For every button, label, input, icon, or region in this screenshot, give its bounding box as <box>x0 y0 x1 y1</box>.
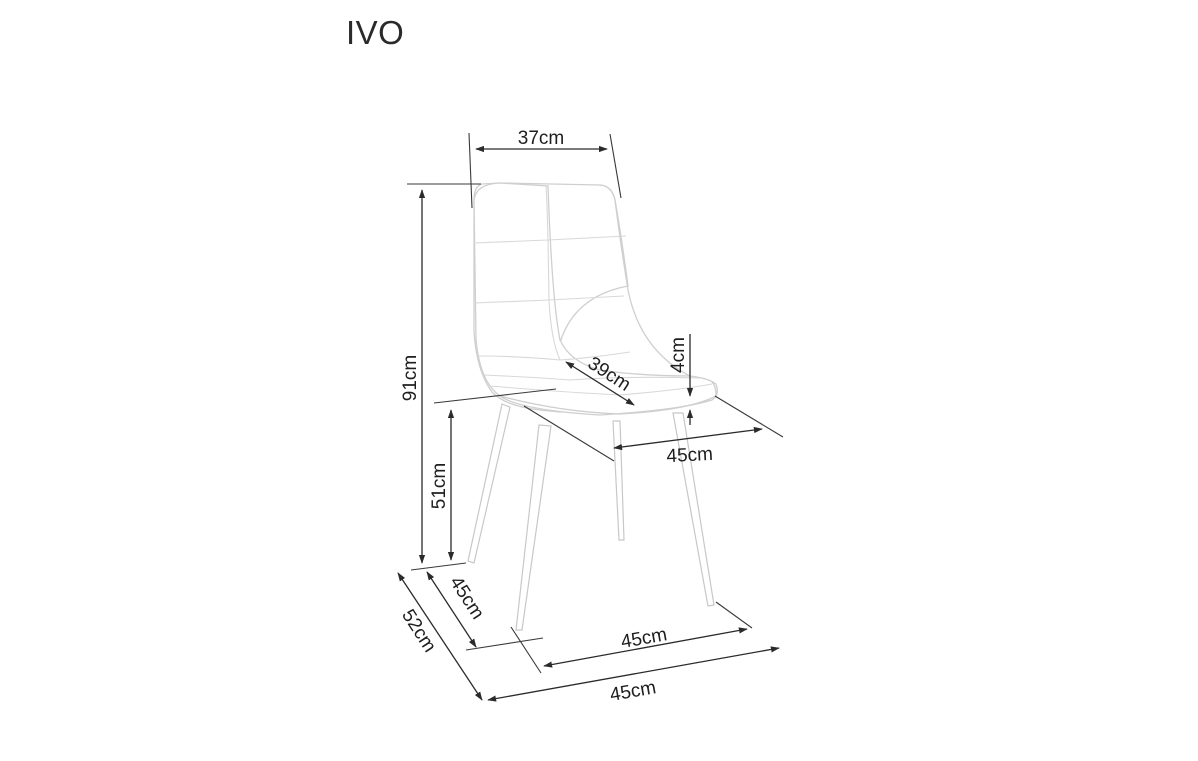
dim-seat-thickness-label: 4cm <box>668 337 689 373</box>
product-title: IVO <box>346 14 405 51</box>
dim-leg-width-label: 45cm <box>619 624 668 653</box>
dim-total-height-label: 91cm <box>400 355 421 401</box>
dim-total-width-label: 45cm <box>608 677 657 706</box>
leg-front-right <box>672 412 715 607</box>
leg-back-left <box>467 403 511 564</box>
dim-backrest-width-label: 37cm <box>518 128 564 149</box>
chair-drawing <box>467 182 718 631</box>
leg-front-left <box>515 424 552 631</box>
dim-leg-depth-label: 45cm <box>445 573 488 623</box>
dim-seat-height-label: 51cm <box>429 463 450 509</box>
leg-back-right <box>612 420 625 541</box>
dim-total-depth-label: 52cm <box>397 606 440 656</box>
dim-seat-width-label: 45cm <box>666 444 714 467</box>
